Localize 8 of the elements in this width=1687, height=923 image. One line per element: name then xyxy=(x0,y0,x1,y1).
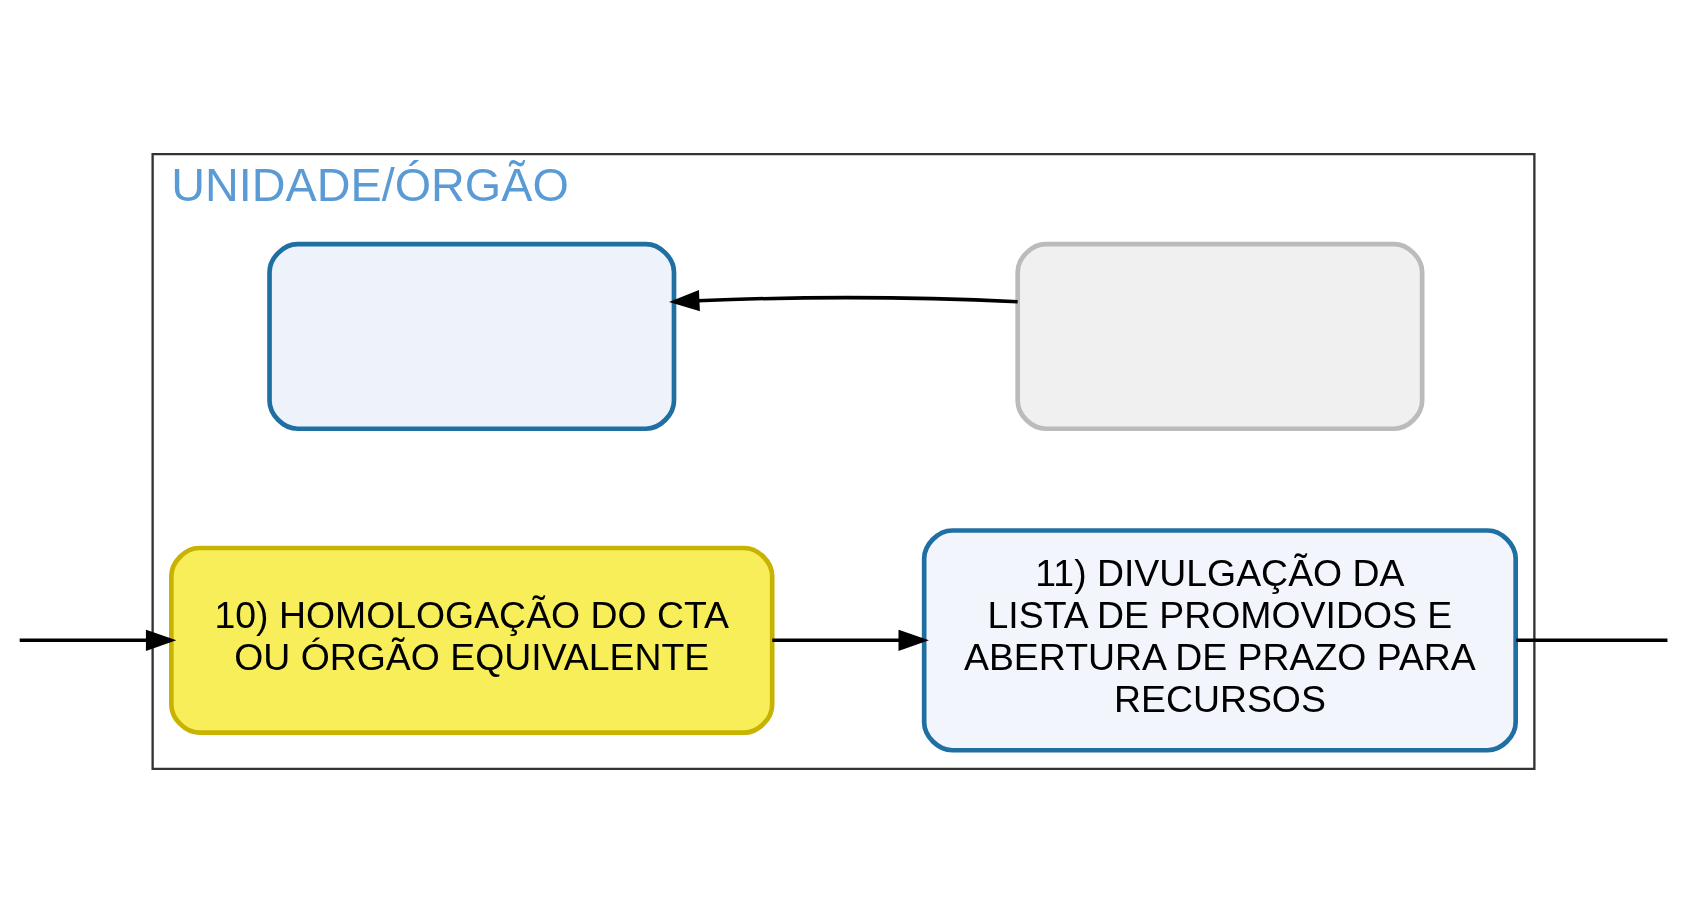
node-box: 11) DIVULGAÇÃO DA LISTA DE PROMOVIDOS E ABERTURA DE PRAZO PARA RECURSOS xyxy=(921,528,1518,753)
node-box xyxy=(267,241,677,432)
node-box: 10) HOMOLOGAÇÃO DO CTA OU ÓRGÃO EQUIVALENTE xyxy=(169,545,775,736)
connector xyxy=(1516,638,1668,643)
arrow xyxy=(772,629,929,651)
arrow xyxy=(19,629,177,651)
arrow xyxy=(669,289,1018,312)
node-box xyxy=(1015,241,1425,432)
